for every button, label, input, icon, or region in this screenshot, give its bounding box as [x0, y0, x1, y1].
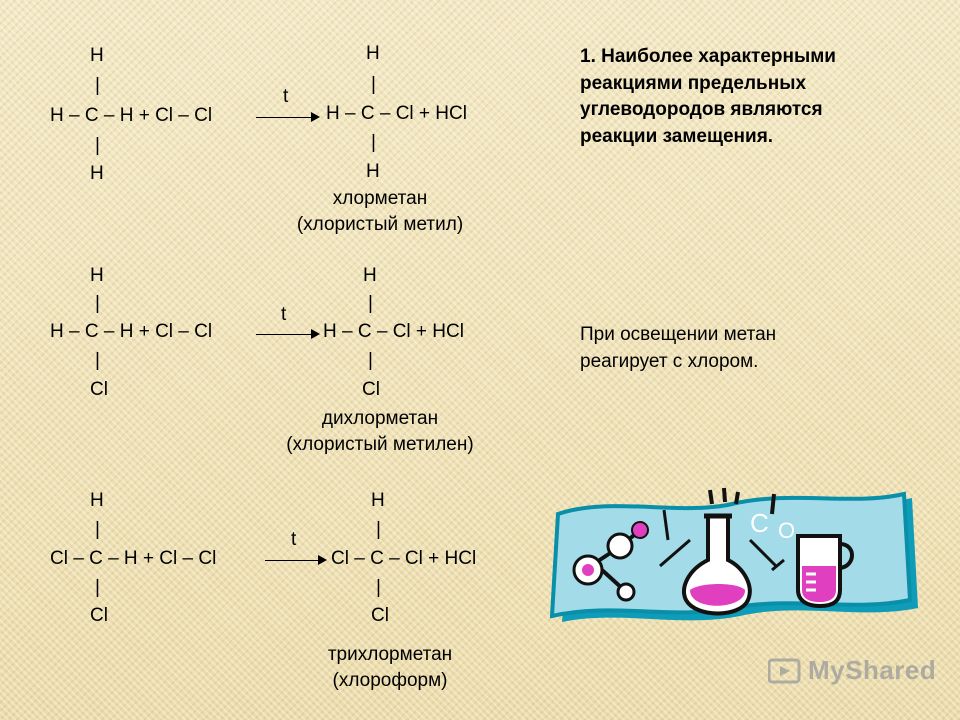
r1-right-bottom-atom: H — [366, 161, 380, 182]
r2-right-formula: H – C – Cl + HCl — [323, 321, 464, 342]
r1-right-formula: H – C – Cl + HCl — [326, 103, 467, 124]
light-note: При освещении метан реагирует с хлором. — [580, 322, 776, 375]
r2-right-bottom-atom: Cl — [362, 379, 380, 400]
r3-reaction-arrow — [265, 555, 327, 565]
heading-note: 1. Наиболее характерными реакциями преде… — [580, 44, 836, 150]
heading-note-line: 1. Наиболее характерными — [580, 46, 836, 67]
r2-product-name-line1: дихлорметан — [321, 408, 439, 429]
r2-reaction-arrow — [256, 329, 320, 339]
r2-right-bottom-bond: | — [368, 350, 373, 371]
r2-product-name: дихлорметан (хлористый метилен) — [250, 406, 510, 457]
myshared-logo-icon — [768, 658, 801, 683]
r1-left-formula: H – C – H + Cl – Cl — [50, 105, 213, 126]
r3-product-name-line1: трихлорметан — [327, 644, 453, 665]
r1-right-top-bond: | — [371, 74, 376, 95]
r2-left-bottom-bond: | — [95, 350, 100, 371]
r3-product-name-line2: (хлороформ) — [332, 669, 448, 691]
r2-left-top-atom: H — [90, 265, 104, 286]
r2-right-top-bond: | — [368, 293, 373, 314]
r3-left-top-atom: H — [90, 490, 104, 511]
myshared-logo-text: MyShared — [808, 655, 937, 685]
r3-right-formula: Cl – C – Cl + HCl — [331, 548, 477, 569]
r2-left-bottom-atom: Cl — [90, 379, 108, 400]
light-note-line: При освещении метан — [580, 324, 777, 345]
r1-left-top-bond: | — [95, 75, 100, 96]
r1-left-top-atom: H — [90, 45, 104, 66]
svg-text:O: O — [778, 518, 795, 543]
r2-left-formula: H – C – H + Cl – Cl — [50, 321, 213, 342]
r1-right-bottom-bond: | — [371, 132, 376, 153]
atom-icon — [631, 521, 649, 539]
r3-left-top-bond: | — [95, 519, 100, 540]
r1-product-name-line2: (хлористый метил) — [296, 213, 464, 235]
r3-left-bottom-bond: | — [95, 577, 100, 598]
svg-text:C: C — [750, 508, 769, 538]
atom-icon — [616, 582, 636, 602]
r1-product-name: хлорметан (хлористый метил) — [255, 186, 505, 237]
r3-right-top-bond: | — [376, 519, 381, 540]
light-note-line: реагирует с хлором. — [580, 350, 759, 372]
r3-left-bottom-atom: Cl — [90, 605, 108, 626]
r1-right-top-atom: H — [366, 43, 380, 64]
r1-condition: t — [283, 86, 289, 107]
r2-right-top-atom: H — [363, 265, 377, 286]
r3-condition: t — [291, 529, 297, 550]
r3-right-bottom-atom: Cl — [371, 605, 389, 626]
r2-left-top-bond: | — [95, 293, 100, 314]
chemistry-lab-clipart-icon: C O — [549, 487, 918, 622]
r1-product-name-line1: хлорметан — [332, 188, 428, 209]
atom-icon — [606, 532, 634, 560]
r2-product-name-line2: (хлористый метилен) — [286, 433, 474, 455]
r3-left-formula: Cl – C – H + Cl – Cl — [50, 548, 217, 569]
r1-reaction-arrow — [256, 112, 320, 122]
r2-condition: t — [281, 304, 287, 325]
r1-left-bottom-atom: H — [90, 163, 104, 184]
heading-note-line: углеводородов являются — [580, 99, 823, 121]
r3-right-top-atom: H — [371, 490, 385, 511]
myshared-logo: MyShared — [768, 655, 936, 686]
r3-right-bottom-bond: | — [376, 577, 381, 598]
r1-left-bottom-bond: | — [95, 135, 100, 156]
r3-product-name: трихлорметан (хлороформ) — [270, 642, 510, 693]
heading-note-line: реакции замещения. — [580, 125, 774, 147]
heading-note-line: реакциями предельных — [580, 72, 807, 94]
